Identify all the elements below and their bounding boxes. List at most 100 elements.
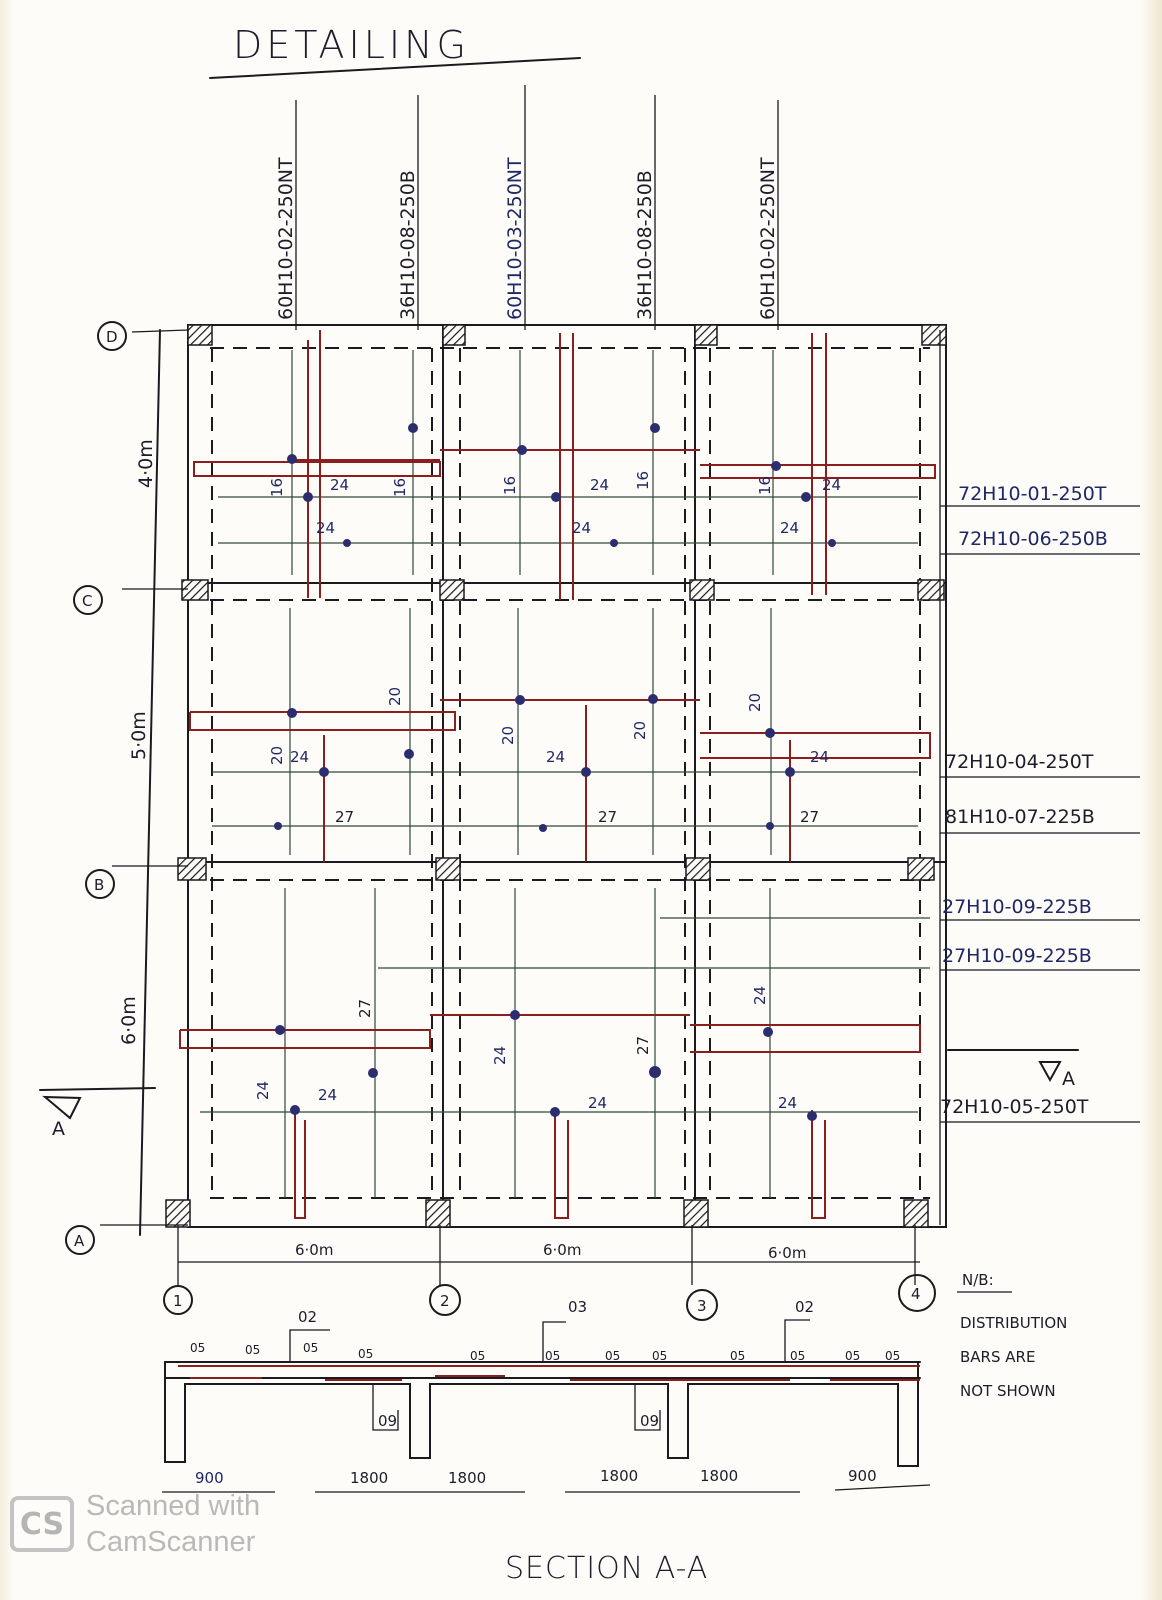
watermark-line: Scanned with [86,1490,261,1522]
gridline-marker-2 [429,1284,461,1316]
svg-text:24: 24 [330,476,349,494]
svg-text:2: 2 [440,1292,450,1310]
columns [165,324,947,1228]
column [921,324,947,346]
svg-text:A: A [74,1232,85,1250]
svg-text:1800: 1800 [700,1467,738,1485]
svg-text:05: 05 [470,1349,485,1363]
svg-text:16: 16 [268,478,286,497]
svg-text:05: 05 [358,1347,373,1361]
gridline-marker-C [73,585,103,615]
svg-text:05: 05 [545,1349,560,1363]
gridline-marker-D [97,321,127,351]
bar-mark-label: 72H10-05-250T [940,1096,1089,1118]
svg-text:B: B [94,876,104,894]
vertical-rebar-runs [284,350,774,1198]
svg-text:6·0m: 6·0m [543,1241,581,1259]
gridline-marker-3 [686,1289,718,1321]
gridline-marker-A [65,1225,95,1255]
svg-text:09: 09 [378,1412,397,1430]
svg-text:27: 27 [598,808,617,826]
gridline-marker-B [85,869,115,899]
svg-text:3: 3 [697,1297,707,1315]
svg-text:1800: 1800 [600,1467,638,1485]
svg-text:20: 20 [746,693,764,712]
svg-text:27: 27 [335,808,354,826]
horizontal-bar-marks: 72H10-01-250T 72H10-06-250B 72H10-04-250… [939,330,1140,1225]
svg-text:16: 16 [501,476,519,495]
bar-location-dots [274,423,836,1121]
note-line: BARS ARE [960,1348,1035,1366]
svg-text:A: A [52,1118,65,1140]
svg-text:05: 05 [730,1349,745,1363]
svg-text:DETAILING: DETAILING [233,23,470,67]
column [435,857,461,881]
column [689,579,715,601]
svg-text:A: A [1062,1068,1075,1090]
column [439,579,465,601]
bar-mark-label: 27H10-09-225B [942,945,1092,967]
section-title: SECTION A-A [505,1551,708,1586]
bar-mark-label: 60H10-02-250NT [757,157,779,320]
svg-text:24: 24 [316,519,335,537]
svg-text:900: 900 [848,1467,877,1485]
svg-text:4·0m: 4·0m [135,439,157,488]
svg-text:24: 24 [588,1094,607,1112]
svg-text:24: 24 [491,1046,509,1065]
svg-text:24: 24 [254,1081,272,1100]
svg-text:24: 24 [780,519,799,537]
svg-text:16: 16 [756,476,774,495]
svg-text:05: 05 [303,1341,318,1355]
svg-text:24: 24 [751,986,769,1005]
row-gridlines: D C B A 4·0m 5·0m 6·0m A [39,321,189,1255]
svg-text:02: 02 [795,1298,814,1316]
note-block: N/B: DISTRIBUTION BARS ARE NOT SHOWN [957,1271,1067,1400]
bar-mark-label: 36H10-08-250B [397,170,419,320]
svg-text:1: 1 [173,1292,183,1310]
svg-text:05: 05 [605,1349,620,1363]
svg-text:24: 24 [822,476,841,494]
bar-mark-label: 60H10-02-250NT [275,157,297,320]
section-marker-icon [42,1095,82,1120]
bar-mark-label: 27H10-09-225B [942,896,1092,918]
camscanner-logo-icon: CS [10,1496,74,1552]
column [177,857,207,881]
bar-mark-label: 60H10-03-250NT [504,157,526,320]
note-line: NOT SHOWN [960,1382,1056,1400]
svg-text:C: C [82,592,92,610]
svg-text:20: 20 [268,746,286,765]
svg-text:24: 24 [290,748,309,766]
svg-text:05: 05 [652,1349,667,1363]
svg-text:27: 27 [356,999,374,1018]
bar-mark-label: 81H10-07-225B [945,806,1095,828]
svg-text:20: 20 [499,726,517,745]
column [425,1199,451,1228]
gridline-marker-1 [163,1285,193,1315]
note-heading: N/B: [962,1271,994,1289]
svg-text:16: 16 [634,471,652,490]
svg-text:6·0m: 6·0m [768,1244,806,1262]
svg-text:20: 20 [386,687,404,706]
svg-text:1800: 1800 [350,1469,388,1487]
svg-text:05: 05 [885,1349,900,1363]
svg-text:24: 24 [546,748,565,766]
vertical-bar-marks: 60H10-02-250NT 36H10-08-250B 60H10-03-25… [275,85,779,330]
svg-text:24: 24 [590,476,609,494]
column [683,1199,709,1228]
column [917,579,945,601]
column [165,1199,191,1228]
note-line: DISTRIBUTION [960,1314,1067,1332]
column [181,579,209,601]
svg-text:03: 03 [568,1298,587,1316]
gridline-marker-4 [898,1274,936,1312]
svg-text:24: 24 [778,1094,797,1112]
svg-text:27: 27 [634,1036,652,1055]
svg-text:05: 05 [190,1341,205,1355]
svg-text:5·0m: 5·0m [128,711,150,760]
svg-text:6·0m: 6·0m [118,996,140,1045]
svg-text:6·0m: 6·0m [295,1241,333,1259]
svg-text:20: 20 [631,721,649,740]
svg-text:16: 16 [391,478,409,497]
